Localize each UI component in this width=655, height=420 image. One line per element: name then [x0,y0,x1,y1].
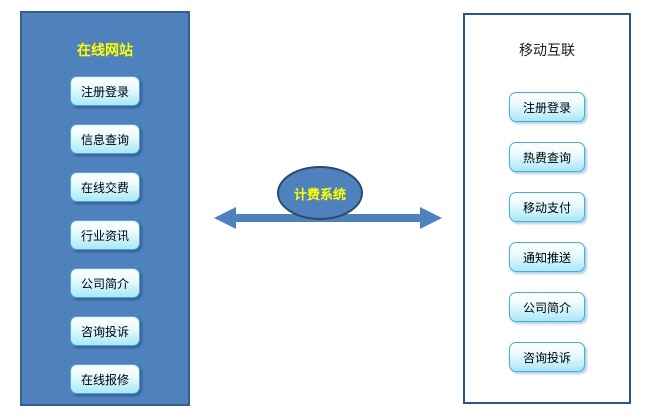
left-node-company-profile: 公司简介 [70,268,140,298]
left-node-consult-complain: 咨询投诉 [70,316,140,346]
right-node-notification-push: 通知推送 [509,242,585,272]
left-node-online-payment: 在线交费 [70,172,140,202]
billing-system-ellipse: 计费系统 [277,166,363,220]
right-node-company-profile: 公司简介 [509,292,585,322]
left-panel-title: 在线网站 [77,42,133,58]
right-panel-mobile-internet: 移动互联 注册登录 热费查询 移动支付 通知推送 公司简介 咨询投诉 [463,13,631,404]
right-panel-title: 移动互联 [519,42,575,58]
left-node-register-login: 注册登录 [70,76,140,106]
right-node-consult-complain: 咨询投诉 [509,342,585,372]
left-panel-online-website: 在线网站 注册登录 信息查询 在线交费 行业资讯 公司简介 咨询投诉 在线报修 [20,11,190,406]
left-node-online-repair: 在线报修 [70,364,140,394]
left-node-industry-news: 行业资讯 [70,220,140,250]
right-node-mobile-payment: 移动支付 [509,192,585,222]
billing-system-label: 计费系统 [293,186,346,202]
right-node-register-login: 注册登录 [509,92,585,122]
right-node-heat-fee-query: 热费查询 [509,142,585,172]
left-node-info-query: 信息查询 [70,124,140,154]
